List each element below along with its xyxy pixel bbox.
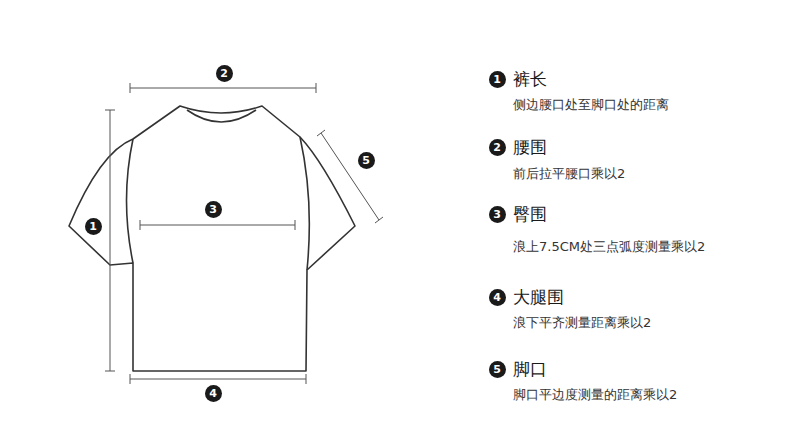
measure-name: 臀围 <box>513 203 547 226</box>
measure-description: 浪下平齐测量距离乘以2 <box>513 314 651 332</box>
callout-number: 3 <box>205 201 222 218</box>
measure-name: 腰围 <box>513 136 547 159</box>
measure-name: 脚口 <box>513 358 547 381</box>
callout-number: 3 <box>489 206 506 223</box>
callout-number: 4 <box>489 289 506 306</box>
measure-name: 裤长 <box>513 68 547 91</box>
callout-number: 2 <box>216 65 233 82</box>
callout-number: 4 <box>205 385 222 402</box>
callout-number: 1 <box>85 218 102 235</box>
callout-number: 1 <box>489 71 506 88</box>
measure-name: 大腿围 <box>513 286 564 309</box>
callout-number: 5 <box>489 361 506 378</box>
measure-description: 浪上7.5CM处三点弧度测量乘以2 <box>513 238 705 256</box>
dimension-lines <box>105 83 383 384</box>
measure-description: 侧边腰口处至脚口处的距离 <box>513 96 669 114</box>
callout-number: 2 <box>489 139 506 156</box>
measure-description: 脚口平边度测量的距离乘以2 <box>513 386 677 404</box>
tshirt-outline <box>69 106 355 371</box>
callout-number: 5 <box>358 152 375 169</box>
measure-description: 前后拉平腰口乘以2 <box>513 165 625 183</box>
